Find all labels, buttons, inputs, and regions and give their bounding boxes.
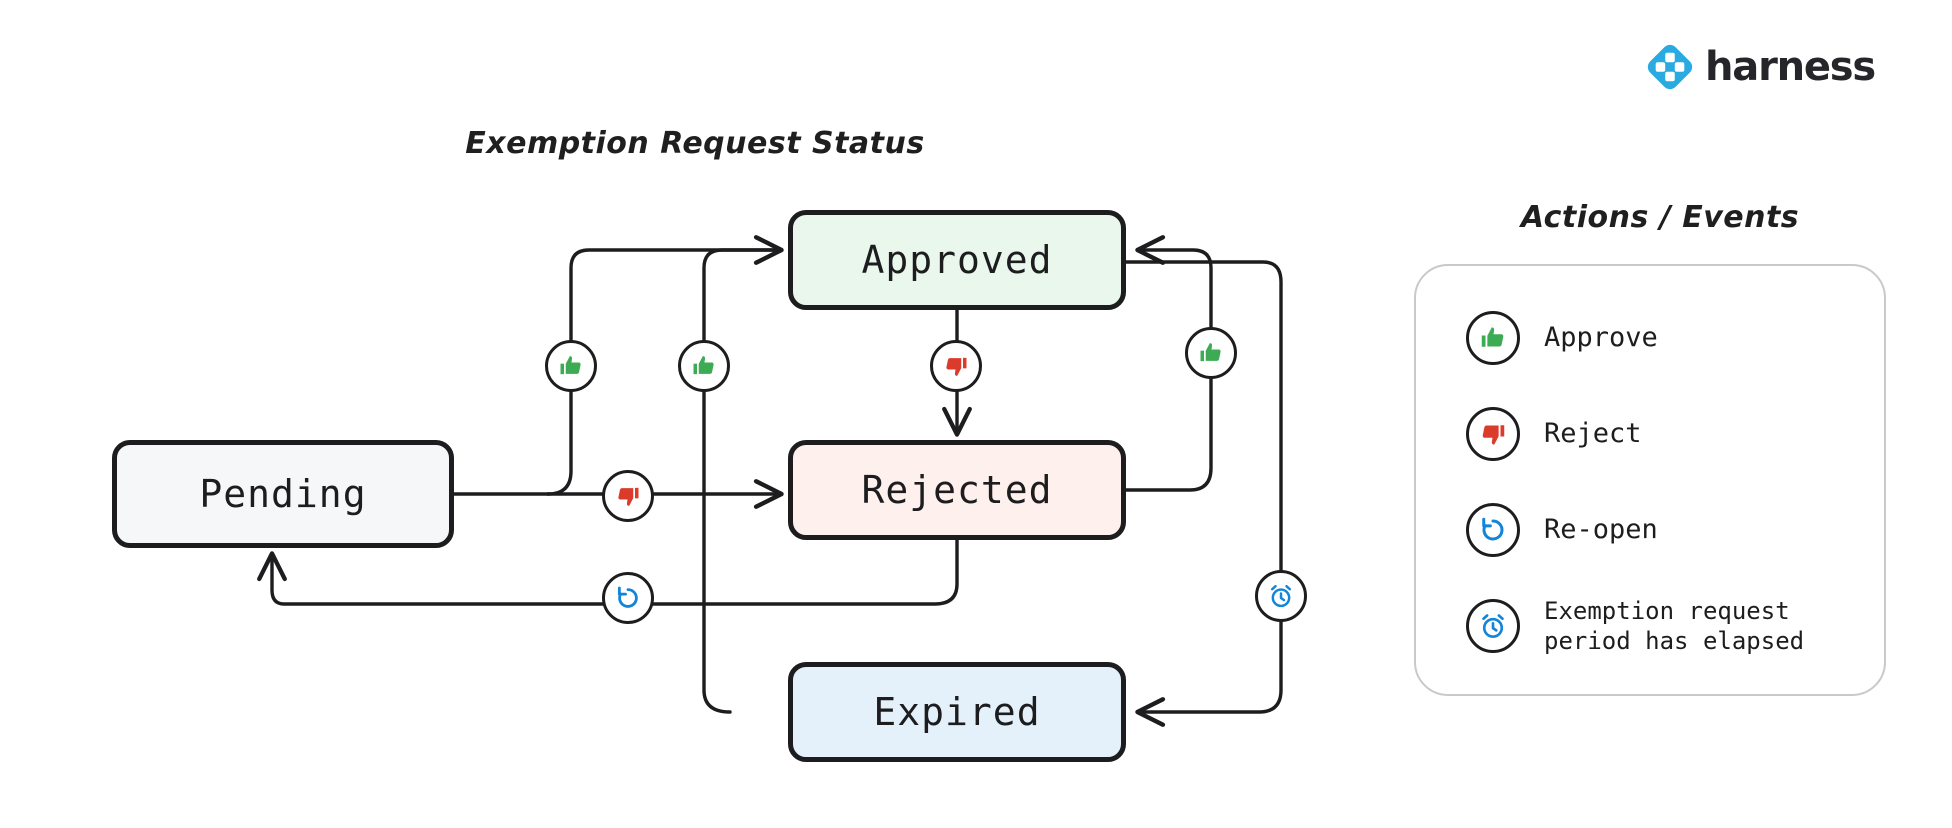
legend-item-reopen[interactable]: Re-open <box>1416 492 1884 568</box>
brand-name: harness <box>1705 44 1876 90</box>
legend-panel: Approve Reject Re-open <box>1414 264 1886 696</box>
legend-item-period-elapsed[interactable]: Exemption request period has elapsed <box>1416 588 1884 664</box>
legend-item-approve[interactable]: Approve <box>1416 300 1884 376</box>
edge-badge-reject-pending-to-rejected[interactable] <box>602 470 654 522</box>
state-node-pending[interactable]: Pending <box>112 440 454 548</box>
edge-badge-reopen-rejected-to-pending[interactable] <box>602 572 654 624</box>
state-node-rejected[interactable]: Rejected <box>788 440 1126 540</box>
thumbs-down-icon <box>618 487 639 506</box>
thumbs-up-icon <box>1200 343 1221 362</box>
harness-logo: harness <box>1645 42 1876 92</box>
legend-label-reopen: Re-open <box>1544 514 1658 546</box>
legend-label-period-elapsed: Exemption request period has elapsed <box>1544 597 1805 655</box>
reopen-icon <box>1466 503 1520 557</box>
edge-badge-approve-pending-to-approved[interactable] <box>545 340 597 392</box>
legend-item-reject[interactable]: Reject <box>1416 396 1884 472</box>
thumbs-down-icon <box>946 357 967 376</box>
legend-label-approve: Approve <box>1544 322 1658 354</box>
harness-diamond-logo-icon <box>1647 44 1693 90</box>
edge-badge-approve-expired-to-approved[interactable] <box>678 340 730 392</box>
thumbs-down-icon <box>1466 407 1520 461</box>
legend-title: Actions / Events <box>1520 200 1800 235</box>
edge-expired-to-approved <box>702 248 781 714</box>
thumbs-up-icon <box>693 356 714 375</box>
thumbs-up-icon <box>560 356 581 375</box>
diagram-title: Exemption Request Status <box>465 126 925 161</box>
edge-badge-reject-approved-to-rejected[interactable] <box>930 340 982 392</box>
state-node-approved[interactable]: Approved <box>788 210 1126 310</box>
alarm-clock-icon <box>1270 584 1292 608</box>
reopen-icon <box>617 586 638 608</box>
edge-badge-period-elapsed-approved-to-expired[interactable] <box>1255 570 1307 622</box>
state-node-expired[interactable]: Expired <box>788 662 1126 762</box>
legend-label-reject: Reject <box>1544 418 1642 450</box>
edge-badge-approve-rejected-to-approved[interactable] <box>1185 327 1237 379</box>
alarm-clock-icon <box>1466 599 1520 653</box>
thumbs-up-icon <box>1466 311 1520 365</box>
